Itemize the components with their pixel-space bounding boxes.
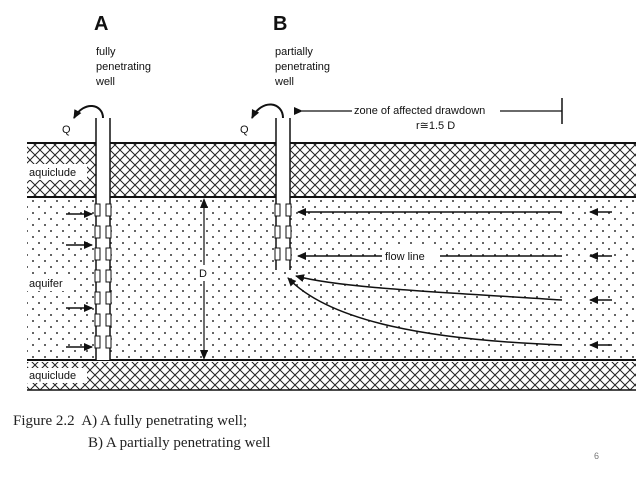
aquiclude-top-layer [27, 143, 636, 197]
flow-arrows-a [66, 210, 93, 351]
radius-label: r≅1.5 D [416, 120, 455, 132]
thickness-arrow-top [200, 198, 208, 208]
discharge-arrow-a [73, 105, 104, 119]
well-a [94, 118, 112, 360]
zone-label: zone of affected drawdown [354, 105, 485, 117]
well-a-desc-3: well [95, 76, 115, 88]
page-number: 6 [594, 451, 599, 461]
thickness-label: D [199, 268, 207, 280]
well-a-desc-1: fully [96, 46, 116, 58]
aquifer-label: aquifer [29, 278, 63, 290]
well-b [274, 118, 292, 270]
discharge-label-a: Q [62, 124, 71, 136]
aquiclude-bottom-label: aquiclude [29, 370, 76, 382]
well-b-desc-2: penetrating [275, 61, 330, 73]
flow-arrows-boundary [589, 208, 612, 349]
aquiclude-bottom-layer [27, 362, 636, 390]
discharge-arrow-b [251, 103, 284, 119]
flow-line-label: flow line [385, 251, 425, 263]
thickness-arrow-bottom [200, 350, 208, 360]
aquiclude-top-label: aquiclude [29, 167, 76, 179]
caption-line-2: B) A partially penetrating well [88, 435, 270, 451]
aquifer-layer [27, 197, 636, 360]
caption-line-1: Figure 2.2 A) A fully penetrating well; [13, 413, 247, 429]
well-a-desc-2: penetrating [96, 61, 151, 73]
well-a-letter: A [94, 13, 108, 35]
discharge-label-b: Q [240, 124, 249, 136]
well-b-letter: B [273, 13, 287, 35]
well-b-desc-3: well [274, 76, 294, 88]
well-b-desc-1: partially [275, 46, 313, 58]
